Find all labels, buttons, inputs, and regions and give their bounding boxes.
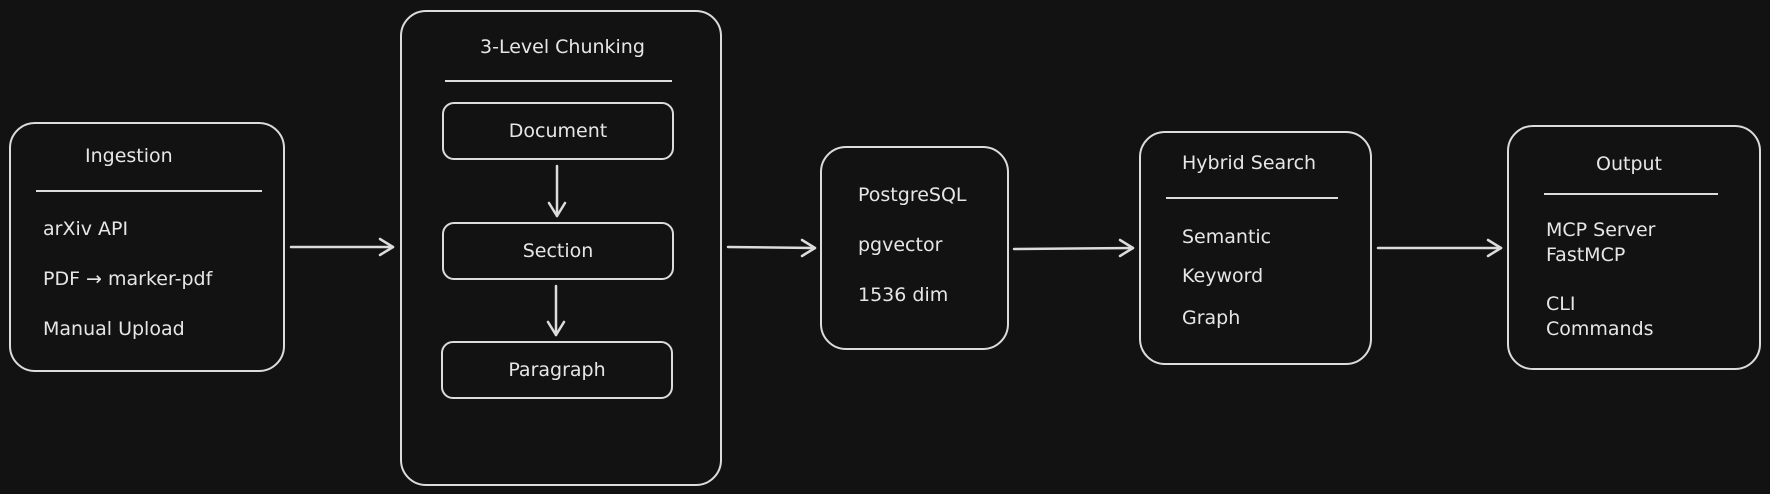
chunk-level-paragraph: Paragraph (441, 341, 673, 399)
ingestion-item-pdf: PDF → marker-pdf (43, 268, 213, 290)
chunking-divider (445, 80, 672, 82)
search-item-graph: Graph (1182, 307, 1241, 329)
storage-box (820, 146, 1009, 350)
ingestion-item-manual: Manual Upload (43, 318, 185, 340)
arrow-storage-to-search (1012, 238, 1135, 258)
search-divider (1166, 197, 1338, 199)
output-divider (1544, 193, 1718, 195)
chunking-title: 3-Level Chunking (480, 36, 645, 58)
chunking-box (400, 10, 722, 486)
search-item-semantic: Semantic (1182, 226, 1272, 248)
search-box (1139, 131, 1372, 365)
output-item-mcp-server: MCP Server (1546, 219, 1656, 241)
chunk-level-document: Document (442, 102, 674, 160)
output-box (1507, 125, 1761, 370)
ingestion-item-arxiv: arXiv API (43, 218, 129, 240)
ingestion-title: Ingestion (85, 145, 173, 167)
storage-item-postgresql: PostgreSQL (858, 184, 967, 206)
search-title: Hybrid Search (1182, 152, 1317, 174)
ingestion-box (9, 122, 285, 372)
output-item-cli: CLI (1546, 293, 1576, 315)
search-item-keyword: Keyword (1182, 265, 1264, 287)
output-item-fastmcp: FastMCP (1546, 244, 1626, 266)
arrow-chunking-to-storage (726, 238, 817, 258)
arrow-search-to-output (1376, 238, 1503, 258)
output-item-commands: Commands (1546, 318, 1654, 340)
storage-item-pgvector: pgvector (858, 234, 943, 256)
chunk-level-section: Section (442, 222, 674, 280)
output-title: Output (1596, 153, 1662, 175)
storage-item-dimensions: 1536 dim (858, 284, 949, 306)
arrow-ingestion-to-chunking (289, 237, 395, 257)
ingestion-divider (36, 190, 262, 192)
